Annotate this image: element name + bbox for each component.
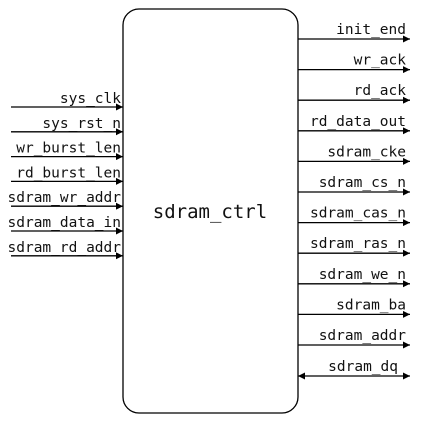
bidir-port-sdram-dq: sdram_dq <box>298 359 410 380</box>
output-label: init_end <box>336 22 406 38</box>
output-label: sdram_ras_n <box>310 236 406 252</box>
input-ports: sys_clk sys_rst_n wr_burst_len rd_burst_len… <box>8 91 123 260</box>
bidirectional-ports: sdram_dq <box>298 359 410 380</box>
input-label: sys_clk <box>60 91 121 107</box>
input-label: sdram_data_in <box>8 215 122 231</box>
output-label: sdram_ba <box>336 297 406 313</box>
output-label: sdram_cs_n <box>319 175 406 191</box>
sdram-ctrl-block <box>122 8 299 414</box>
input-label: rd_burst_len <box>16 165 121 181</box>
output-port-sdram-ras-n: sdram_ras_n <box>298 236 410 257</box>
input-port-wr-burst-len: wr_burst_len <box>11 141 123 161</box>
input-port-sdram-wr-addr: sdram_wr_addr <box>8 190 123 210</box>
output-port-rd-ack: rd_ack <box>298 83 410 104</box>
input-port-sdram-rd-addr: sdram_rd_addr <box>8 240 123 260</box>
output-label: sdram_addr <box>319 328 407 344</box>
output-port-sdram-addr: sdram_addr <box>298 328 410 349</box>
input-port-sys-rst-n: sys_rst_n <box>11 116 123 136</box>
output-ports: init_end wr_ack rd_ack rd_data_out sdram_cke… <box>298 22 410 349</box>
input-label: sdram_wr_addr <box>8 190 122 206</box>
block-title: sdram_ctrl <box>153 201 267 223</box>
output-port-init-end: init_end <box>298 22 410 43</box>
output-label: rd_data_out <box>310 114 406 130</box>
bidir-label: sdram_dq <box>328 359 398 375</box>
output-port-sdram-cs-n: sdram_cs_n <box>298 175 410 196</box>
output-port-sdram-cas-n: sdram_cas_n <box>298 206 410 227</box>
output-port-sdram-ba: sdram_ba <box>298 297 410 318</box>
output-label: sdram_we_n <box>319 267 406 283</box>
output-port-rd-data-out: rd_data_out <box>298 114 410 135</box>
output-label: sdram_cas_n <box>310 206 406 222</box>
input-port-sys-clk: sys_clk <box>11 91 123 111</box>
input-label: sdram_rd_addr <box>8 240 122 256</box>
output-label: rd_ack <box>354 83 407 99</box>
output-label: sdram_cke <box>327 144 406 160</box>
output-label: wr_ack <box>354 53 407 69</box>
input-label: wr_burst_len <box>16 141 121 157</box>
output-port-sdram-cke: sdram_cke <box>298 144 410 165</box>
output-port-wr-ack: wr_ack <box>298 53 410 74</box>
output-port-sdram-we-n: sdram_we_n <box>298 267 410 288</box>
input-port-sdram-data-in: sdram_data_in <box>8 215 123 235</box>
input-label: sys_rst_n <box>42 116 121 132</box>
input-port-rd-burst-len: rd_burst_len <box>11 165 123 185</box>
